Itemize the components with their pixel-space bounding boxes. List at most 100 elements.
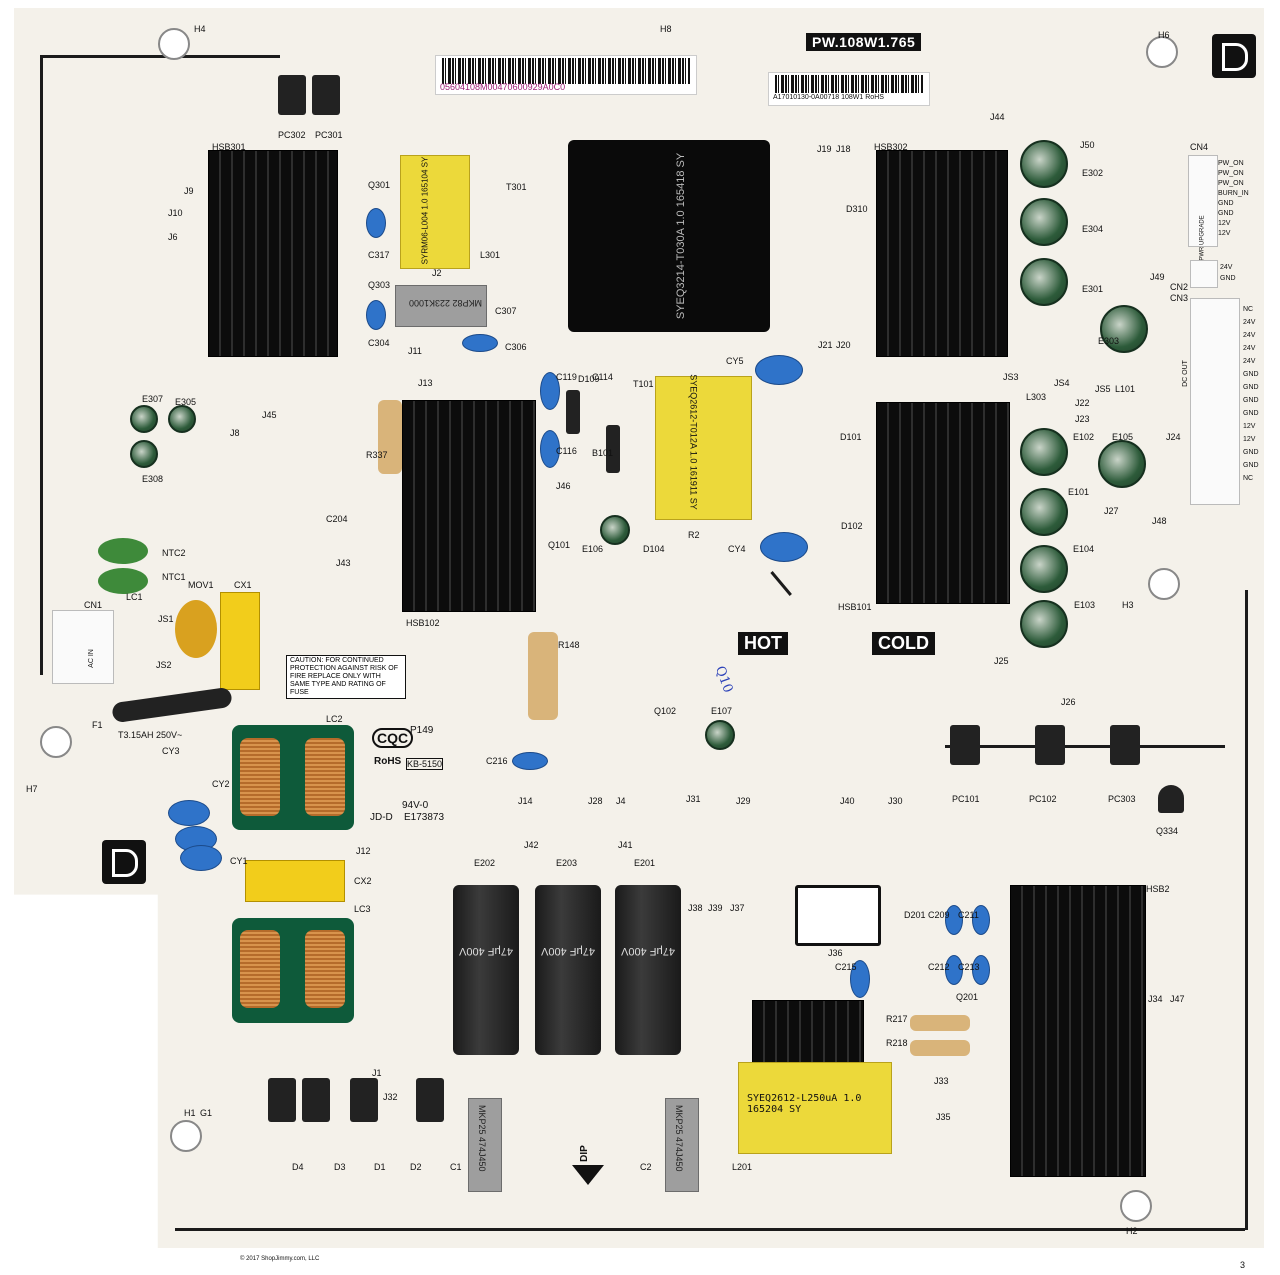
thermistor-ntc1 [98, 568, 148, 594]
ul-number: E173873 [404, 812, 445, 823]
ref-designator: CN1 [84, 600, 103, 610]
capacitor-e201: 47μF 400V [615, 885, 681, 1055]
mount-hole [1120, 1190, 1152, 1222]
cn3-pin: 24V [1243, 358, 1256, 365]
barcode-sticker-right: A17010130-0A00718 108W1 RoHS [768, 72, 930, 106]
varistor-mov1 [175, 600, 217, 658]
ref-designator: C307 [495, 306, 517, 316]
capacitor-e105 [1098, 440, 1146, 488]
sticker-right-text: A17010130-0A00718 108W1 RoHS [773, 94, 884, 101]
capacitor-c119 [540, 372, 560, 410]
transformer-t301: SYEQ3214-T030A 1.0 165418 SY [568, 140, 770, 332]
inductor-lc2-coil-a [240, 738, 280, 816]
cn4-pin: PW_ON [1218, 180, 1244, 187]
capacitor-cx2 [245, 860, 345, 902]
caution-notice: CAUTION: FOR CONTINUED PROTECTION AGAINS… [286, 655, 406, 699]
capacitor-e104 [1020, 545, 1068, 593]
ref-designator: T101 [633, 379, 654, 389]
cn3-pin: 24V [1243, 332, 1256, 339]
cn4-pin: PW_ON [1218, 170, 1244, 177]
cn4-pin: BURN_IN [1218, 190, 1249, 197]
ref-designator: JS4 [1054, 378, 1070, 388]
connector-cn1-ac-in[interactable] [52, 610, 114, 684]
mount-hole [1148, 568, 1180, 600]
ref-designator: C317 [368, 250, 390, 260]
c2-marking: MKP25 474J450 [674, 1105, 684, 1172]
ref-designator: J48 [1152, 516, 1167, 526]
ref-designator: C114 [592, 372, 613, 382]
capacitor-cy1 [180, 845, 222, 871]
cn3-pin: GND [1243, 384, 1259, 391]
ref-designator: Q101 [548, 540, 571, 550]
diode-b101 [606, 425, 620, 473]
ref-designator: H4 [194, 24, 206, 34]
heatsink-l201 [752, 1000, 864, 1067]
diode-d2 [416, 1078, 444, 1122]
ref-designator: F1 [92, 720, 103, 730]
connector-cn2[interactable] [1190, 260, 1218, 288]
ref-designator: J1 [372, 1068, 382, 1078]
cn3-pin: GND [1243, 371, 1259, 378]
ref-designator: HSB102 [406, 618, 440, 628]
cqc-code: P149 [410, 725, 434, 736]
fuse-rating: T3.15AH 250V~ [118, 730, 183, 740]
ref-designator: MOV1 [188, 580, 214, 590]
cn3-pin: 12V [1243, 423, 1256, 430]
ref-designator: J9 [184, 186, 194, 196]
ref-designator: J14 [518, 796, 533, 806]
ref-designator: CX2 [354, 876, 372, 886]
ref-designator: E104 [1073, 544, 1095, 554]
ref-designator: J28 [588, 796, 603, 806]
trace-right [1245, 590, 1248, 1230]
ref-designator: C212 [928, 962, 950, 972]
ref-designator: Q301 [368, 180, 391, 190]
ref-designator: J44 [990, 112, 1005, 122]
cn3-pin: NC [1243, 306, 1254, 313]
thermistor-ntc2 [98, 538, 148, 564]
capacitor-e308 [130, 440, 158, 468]
ref-designator: J45 [262, 410, 277, 420]
ref-designator: C2 [640, 1162, 652, 1172]
cn3-pin: GND [1243, 449, 1259, 456]
cn4-pin: 12V [1218, 230, 1231, 237]
ref-designator: J22 [1075, 398, 1090, 408]
cn3-pin: GND [1243, 397, 1259, 404]
capacitor-c317 [366, 208, 386, 238]
optocoupler-pc301 [312, 75, 340, 115]
ref-designator: E303 [1098, 336, 1120, 346]
optocoupler-pc303 [1110, 725, 1140, 765]
capacitor-e303 [1100, 305, 1148, 353]
c1-marking: MKP25 474J450 [477, 1105, 487, 1172]
cn3-pin: 24V [1243, 319, 1256, 326]
connector-cn4[interactable] [1188, 155, 1218, 247]
ref-designator: PC301 [315, 130, 343, 140]
capacitor-e302 [1020, 140, 1068, 188]
inductor-lc3-coil-b [305, 930, 345, 1008]
ref-designator: D3 [334, 1162, 346, 1172]
ref-designator: D1 [374, 1162, 386, 1172]
diode-d3 [302, 1078, 330, 1122]
ref-designator: J38 [688, 903, 703, 913]
connector-cn3[interactable] [1190, 298, 1240, 505]
ref-designator: HSB101 [838, 602, 872, 612]
capacitor-cx1 [220, 592, 260, 690]
capacitor-c304 [366, 300, 386, 330]
capacitor-c212 [945, 955, 963, 985]
ref-designator: D4 [292, 1162, 304, 1172]
cold-label: COLD [872, 632, 935, 655]
capacitor-e202: 47μF 400V [453, 885, 519, 1055]
barcode-sticker-left: 05604108M00470600929A0C0 [435, 55, 697, 95]
capacitor-cy2 [168, 800, 210, 826]
mount-hole [158, 28, 190, 60]
cn4-pin: GND [1218, 210, 1234, 217]
ref-designator: H3 [1122, 600, 1134, 610]
cn4-pin: PW_ON [1218, 160, 1244, 167]
trace-iso [945, 745, 1225, 748]
ref-designator: J20 [836, 340, 851, 350]
ref-designator: E106 [582, 544, 604, 554]
dc-out-label: DC OUT [1181, 360, 1189, 387]
ref-designator: E201 [634, 858, 656, 868]
ref-designator: J42 [524, 840, 539, 850]
c307-marking: MKP82 223K1000 [408, 298, 482, 308]
ref-designator: JS5 [1095, 384, 1111, 394]
